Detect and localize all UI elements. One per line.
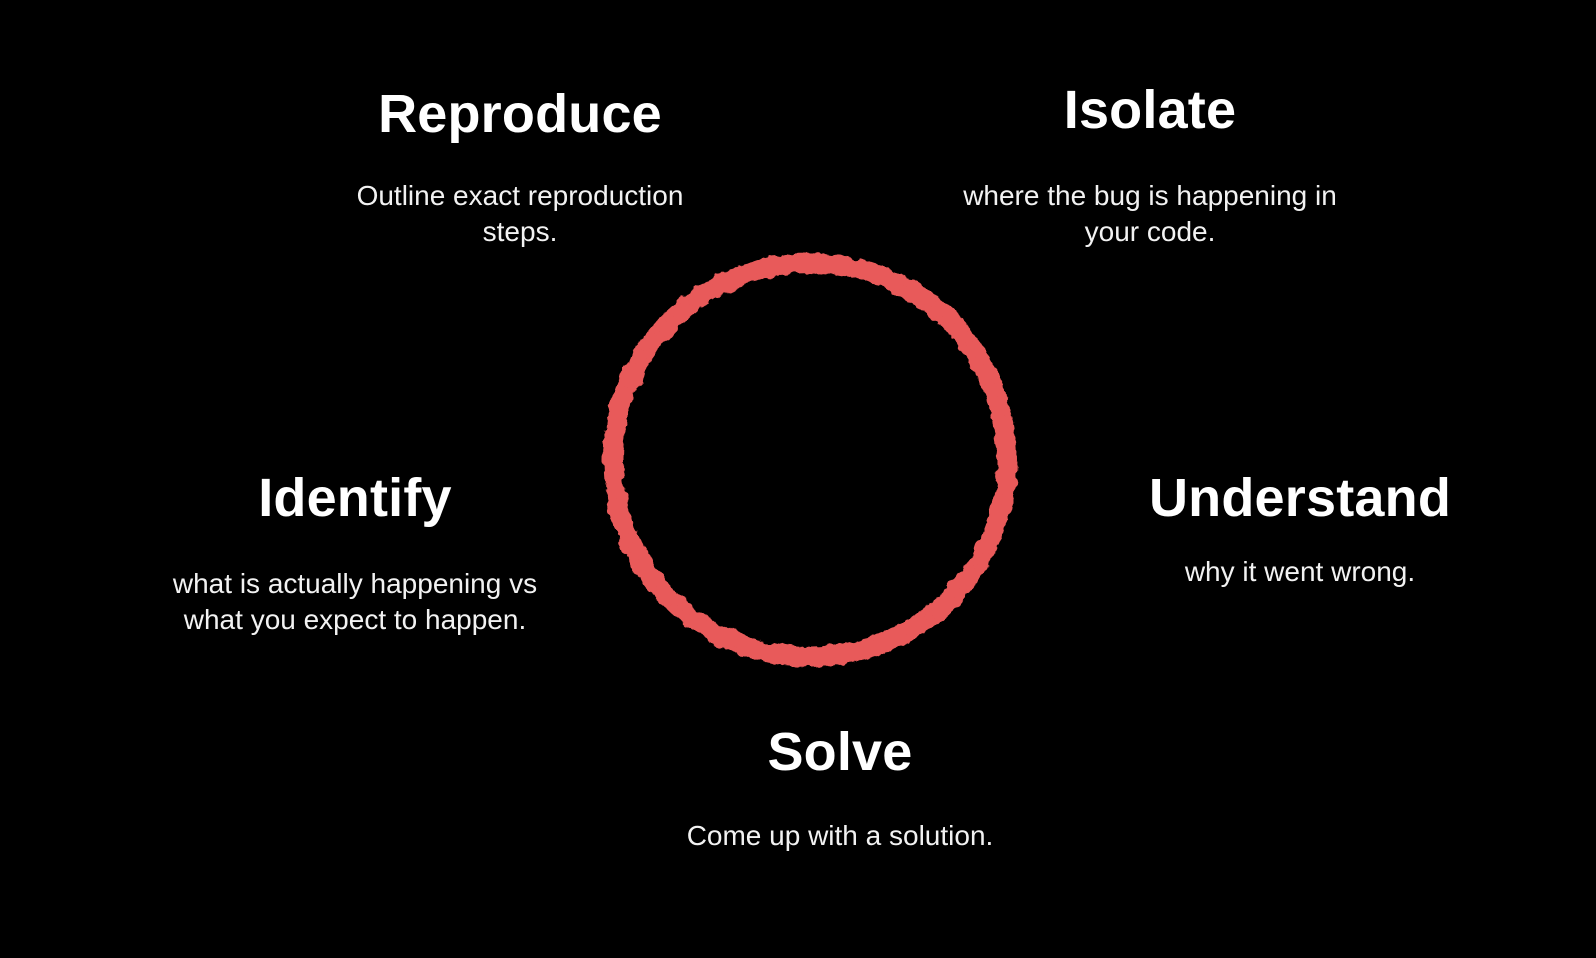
cycle-ring-icon	[603, 253, 1017, 667]
step-understand: Understand why it went wrong.	[1080, 468, 1520, 590]
step-solve: Solve Come up with a solution.	[620, 722, 1060, 854]
step-title-isolate: Isolate	[1063, 80, 1237, 140]
step-description-solve: Come up with a solution.	[686, 820, 994, 851]
step-description-reproduce: Outline exact reproduction steps.	[356, 180, 684, 247]
step-description-understand: why it went wrong.	[1184, 556, 1416, 587]
step-title-identify: Identify	[258, 468, 452, 528]
step-isolate: Isolate where the bug is happening in yo…	[930, 80, 1370, 250]
step-title-solve: Solve	[767, 722, 913, 782]
step-title-understand: Understand	[1148, 468, 1452, 528]
step-identify: Identify what is actually happening vs w…	[150, 468, 560, 638]
step-description-identify: what is actually happening vs what you e…	[172, 568, 538, 635]
step-description-isolate: where the bug is happening in your code.	[963, 180, 1337, 247]
step-reproduce: Reproduce Outline exact reproduction ste…	[300, 84, 740, 250]
step-title-reproduce: Reproduce	[378, 84, 662, 144]
